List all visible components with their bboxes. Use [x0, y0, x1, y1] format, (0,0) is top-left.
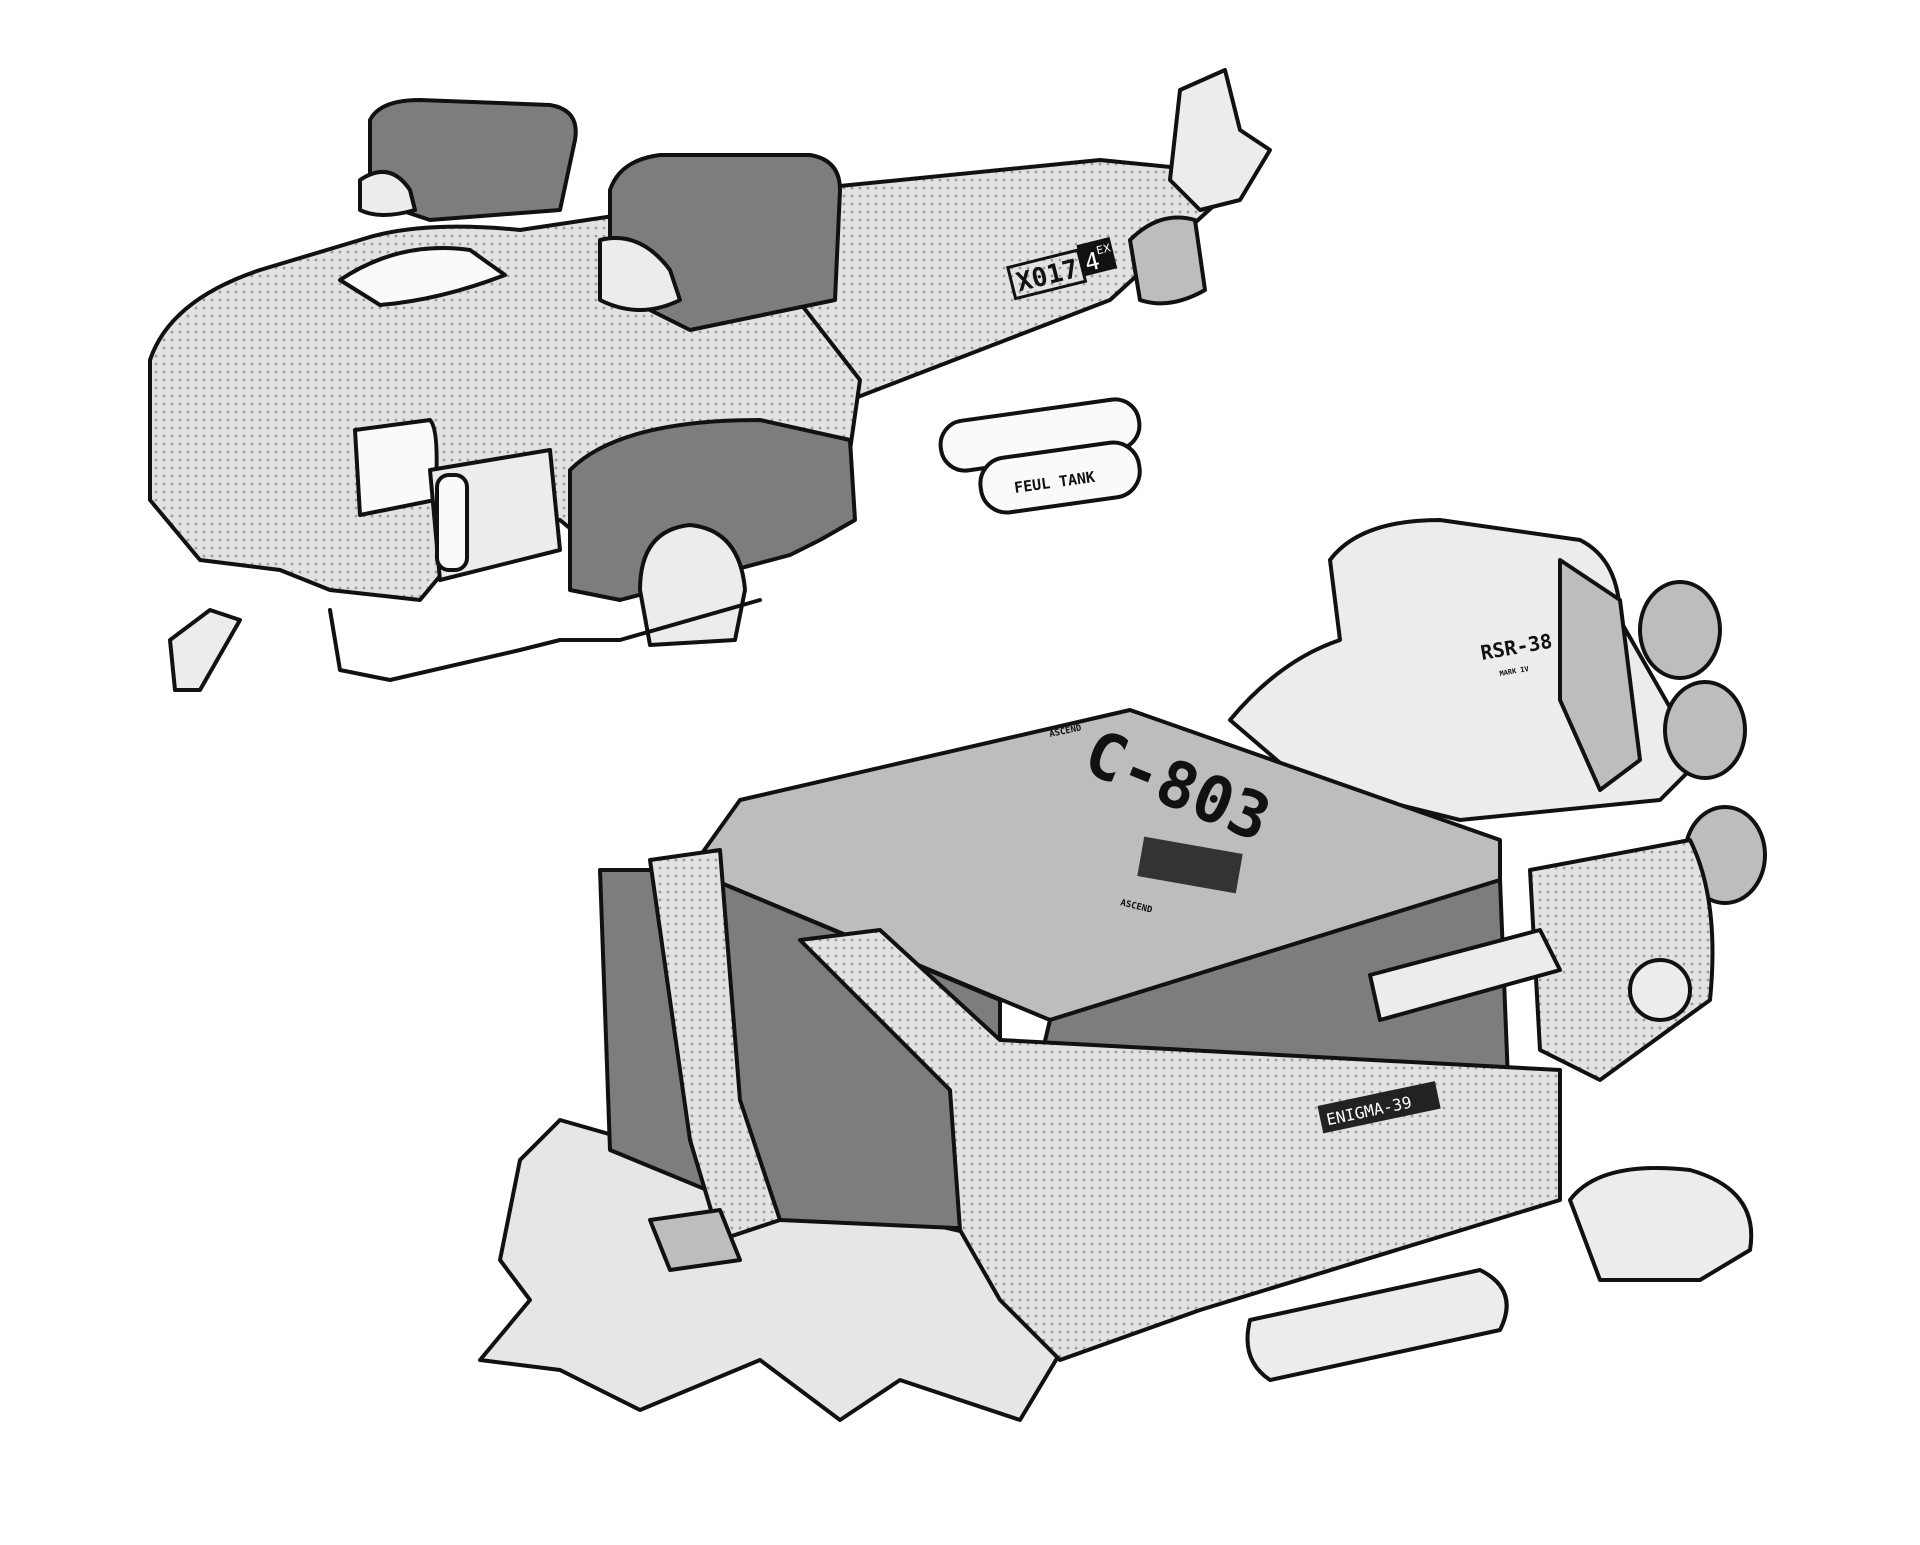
aircraft-grille — [435, 473, 469, 572]
cargo-engine-cowl — [1558, 558, 1642, 792]
aircraft: FEUL TANK X017 4 EX — [148, 68, 1272, 692]
aircraft-intake-right — [598, 236, 682, 312]
aircraft-hull-code-superscript: EX — [1095, 241, 1113, 257]
cargo-frame-front — [798, 928, 1562, 1362]
aircraft-top-panel — [338, 246, 507, 307]
aircraft-fuel-tank-lower — [978, 440, 1142, 515]
aircraft-landing-skid — [328, 598, 762, 682]
cargo-side-pod — [1568, 1166, 1754, 1282]
cargo-exhaust-coils — [1638, 580, 1767, 905]
cargo-side-gear-housing — [1528, 838, 1715, 1082]
cargo-vehicle: RSR-38 MARK IV C-803 ASCEND ASCEND ENIGM… — [478, 518, 1767, 1422]
cargo-lower-tank — [1245, 1268, 1509, 1382]
aircraft-tail-rotor — [1128, 215, 1207, 306]
aircraft-nose-panel — [353, 418, 439, 517]
cargo-crossbar — [1368, 928, 1562, 1022]
cargo-side-gear-hub — [1628, 958, 1692, 1022]
aircraft-wheel-fairing — [568, 418, 857, 602]
aircraft-tail-fin — [1168, 68, 1272, 212]
aircraft-intake-left — [358, 170, 417, 217]
aircraft-hull-code-suffix: 4 — [1082, 247, 1103, 278]
cargo-left-cylinder — [648, 1208, 742, 1272]
aircraft-wheel-dome — [638, 523, 747, 647]
cargo-frame-left — [648, 848, 782, 1242]
aircraft-nose-gun — [168, 608, 242, 692]
aircraft-engine-left — [368, 98, 578, 222]
cargo-qr-code — [1137, 836, 1243, 894]
